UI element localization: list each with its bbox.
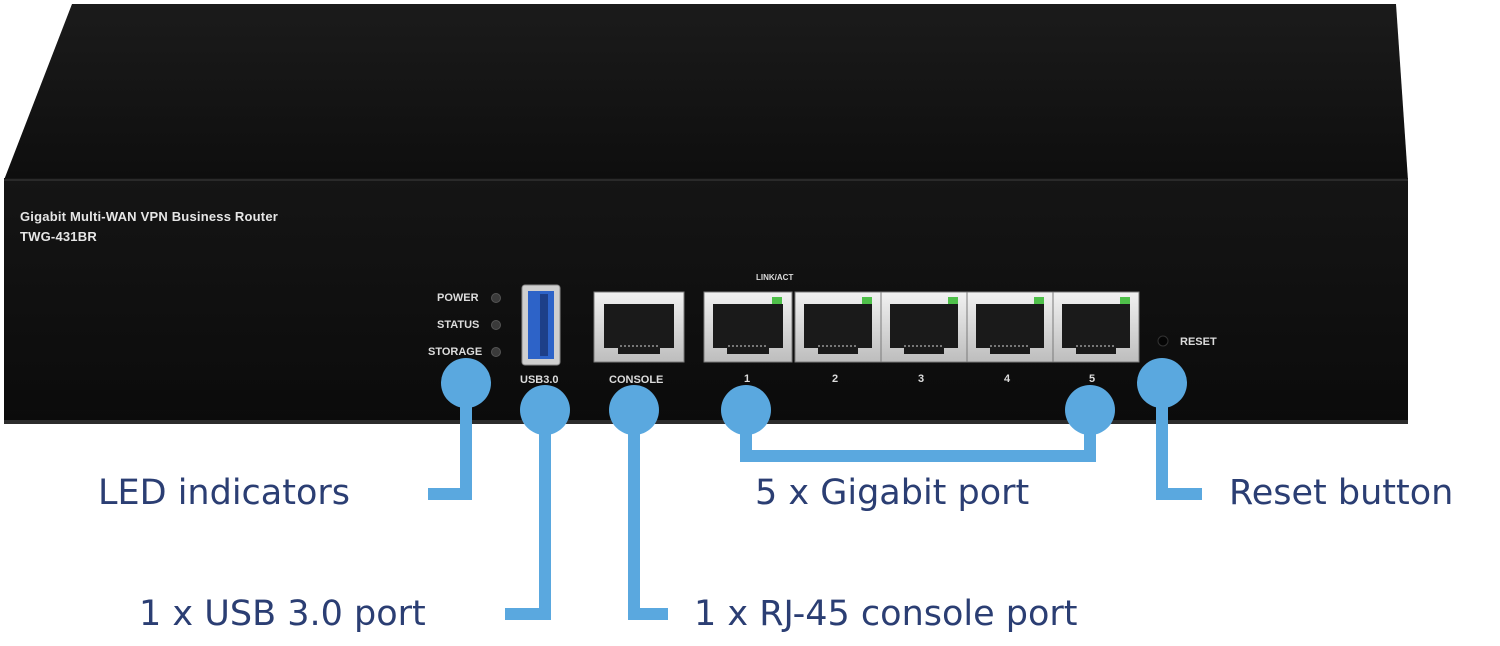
console-label: CONSOLE [609,374,664,386]
reset-callout-text: Reset button [1229,473,1454,513]
usb-label: USB3.0 [520,374,559,386]
reset-pinhole [1157,335,1169,347]
gigabit-port-1 [703,291,793,363]
reset-callout-dot [1137,358,1187,408]
gigabit-port-5 [1052,291,1140,363]
model-text: TWG-431BR [20,229,97,244]
console-callout-line [628,410,668,620]
gigabit-callout-text: 5 x Gigabit port [755,473,1030,513]
port-number-2: 2 [832,373,839,385]
usb-callout-line [505,410,551,620]
power-led [491,293,501,303]
led-callout-dot [441,358,491,408]
gigabit-port-2 [794,291,882,363]
power-led-label: POWER [437,292,479,304]
port-2-led [862,297,872,304]
led-callout-text: LED indicators [98,473,350,513]
port-number-5: 5 [1089,373,1096,385]
console-port [593,291,685,363]
led-callout-line [428,384,472,500]
gigabit-port-4 [966,291,1054,363]
status-led-label: STATUS [437,319,480,331]
port-4-led [1034,297,1044,304]
port-number-3: 3 [918,373,925,385]
chassis-top [4,4,1408,180]
product-line-text: Gigabit Multi-WAN VPN Business Router [20,209,279,224]
usb-port [521,284,561,366]
console-callout-text: 1 x RJ-45 console port [694,594,1078,634]
reset-callout-line [1156,384,1202,500]
port-3-led [948,297,958,304]
usb-callout-text: 1 x USB 3.0 port [139,594,426,634]
callout-dots [441,358,1187,435]
port5-callout-dot [1065,385,1115,435]
console-callout-dot [609,385,659,435]
port-1-led [772,297,782,304]
port-5-led [1120,297,1130,304]
storage-led-label: STORAGE [428,346,483,358]
usb-callout-dot [520,385,570,435]
port-number-1: 1 [744,373,751,385]
gigabit-port-3 [880,291,968,363]
link-act-label: LINK/ACT [756,273,794,282]
port-number-4: 4 [1004,373,1011,385]
reset-label: RESET [1180,336,1217,348]
status-led [491,320,501,330]
storage-led [491,347,501,357]
port1-callout-dot [721,385,771,435]
